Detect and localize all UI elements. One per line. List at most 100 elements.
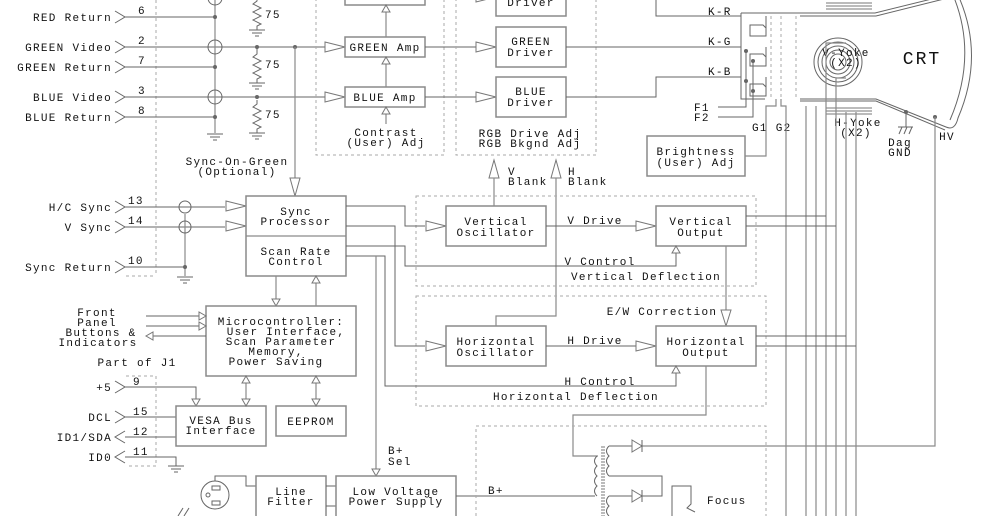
pin-blue-return: BLUE Return 8 bbox=[25, 106, 215, 125]
pin-label: GREEN Video bbox=[25, 43, 112, 55]
vertical-oscillator-box: Vertical Oscillator bbox=[445, 205, 547, 247]
v-drive-label: V Drive bbox=[567, 216, 622, 228]
resistor-icon bbox=[252, 49, 262, 84]
dag-ground-icon bbox=[898, 112, 913, 135]
h-blank-label: H bbox=[568, 167, 576, 179]
pin-id0: ID0 11 bbox=[88, 447, 185, 473]
microcontroller-label: User Interface, bbox=[227, 327, 346, 339]
red-driver-box: Driver bbox=[495, 0, 567, 17]
flyback-section bbox=[475, 425, 767, 516]
pin-label: Sync Return bbox=[25, 263, 112, 275]
pin-label: GREEN Return bbox=[17, 63, 112, 75]
vertical-deflection-label: Vertical Deflection bbox=[571, 272, 721, 284]
dag-label: GND bbox=[888, 148, 912, 160]
horizontal-oscillator-box: Horizontal Oscillator bbox=[445, 325, 547, 367]
cathode-red-label: K-R bbox=[708, 7, 732, 19]
crt-tube bbox=[800, 0, 972, 131]
ground-icon bbox=[248, 132, 266, 140]
ground-icon bbox=[248, 82, 266, 90]
pin-number: 2 bbox=[138, 36, 146, 48]
contrast-label: Contrast bbox=[354, 128, 417, 140]
v-blank-arrow bbox=[488, 158, 500, 179]
pin-number: 10 bbox=[128, 256, 144, 268]
blue-driver-box: BLUE Driver bbox=[495, 76, 567, 118]
pin-green-return: GREEN Return 7 bbox=[17, 56, 215, 75]
low-voltage-power-supply-box: Low Voltage Power Supply bbox=[335, 475, 457, 516]
contrast-label: (User) Adj bbox=[346, 138, 425, 150]
h-drive-label: H Drive bbox=[567, 336, 622, 348]
pin-label: BLUE Return bbox=[25, 113, 112, 125]
vertical-oscillator-label: Vertical bbox=[464, 217, 527, 229]
ew-correction-arrow bbox=[720, 309, 732, 328]
blue-driver-label: BLUE bbox=[515, 87, 547, 99]
part-of-j1-label: Part of J1 bbox=[97, 358, 176, 370]
resistor-value: 75 bbox=[265, 60, 281, 72]
pin-number: 8 bbox=[138, 106, 146, 118]
vesa-bus-interface-box: VESA Bus Interface bbox=[175, 405, 267, 447]
ew-correction-label: E/W Correction bbox=[607, 307, 718, 319]
horizontal-deflection-label: Horizontal Deflection bbox=[493, 392, 659, 404]
dag-label: Dag bbox=[888, 138, 912, 150]
red-amp-box bbox=[344, 0, 426, 6]
brightness-label: Brightness bbox=[656, 147, 735, 159]
focus-label: Focus bbox=[707, 496, 747, 508]
ground-icon bbox=[176, 276, 194, 284]
pin-label: +5 bbox=[96, 383, 112, 395]
v-yoke-label: (X2) bbox=[830, 58, 862, 70]
pin-hc-sync: H/C Sync 13 bbox=[49, 196, 225, 215]
ground-icon bbox=[206, 133, 224, 141]
front-panel-label: Front bbox=[77, 308, 117, 320]
power-plug-icon bbox=[177, 480, 230, 516]
microcontroller-label: Memory, bbox=[248, 347, 303, 359]
brightness-label: (User) Adj bbox=[656, 158, 735, 170]
pin-id1-sda: ID1/SDA 12 bbox=[57, 427, 176, 445]
g1-wire bbox=[745, 99, 777, 157]
green-driver-label: Driver bbox=[507, 48, 554, 60]
vertical-output-label: Vertical bbox=[669, 217, 732, 229]
rgb-drive-adj-label: RGB Drive Adj bbox=[479, 129, 582, 141]
connector-boundary-j1 bbox=[126, 375, 157, 467]
scan-rate-control-label: Control bbox=[268, 257, 323, 269]
vertical-oscillator-label: Oscillator bbox=[456, 228, 535, 240]
microcontroller-label: Power Saving bbox=[229, 357, 324, 369]
horizontal-output-box: Horizontal Output bbox=[655, 325, 757, 367]
pin-label: BLUE Video bbox=[33, 93, 112, 105]
h-blank-arrow bbox=[550, 158, 562, 179]
front-panel-label: Indicators bbox=[58, 338, 137, 350]
bplus-sel-label: B+ bbox=[388, 446, 404, 458]
cathode-blue-label: K-B bbox=[708, 67, 732, 79]
v-yoke-label: V-Yoke bbox=[822, 48, 869, 60]
hv-label: HV bbox=[939, 132, 955, 144]
cathode-green-label: K-G bbox=[708, 37, 732, 49]
pin-number: 3 bbox=[138, 86, 146, 98]
pin-number: 15 bbox=[133, 407, 149, 419]
horizontal-output-label: Output bbox=[682, 348, 729, 360]
eeprom-box: EEPROM bbox=[275, 405, 347, 437]
scan-rate-control-label: Scan Rate bbox=[260, 247, 331, 259]
pin-label: H/C Sync bbox=[49, 203, 112, 215]
pin-label: ID1/SDA bbox=[57, 433, 112, 445]
bplus-label: B+ bbox=[488, 486, 504, 498]
front-panel-label: Panel bbox=[77, 318, 117, 330]
pin-plus5: +5 9 bbox=[96, 377, 201, 407]
vesa-label: Interface bbox=[185, 426, 256, 438]
vertical-deflection-section bbox=[415, 195, 757, 287]
ground-icon bbox=[167, 465, 185, 473]
crt-gun bbox=[718, 12, 800, 118]
pin-blue-video: BLUE Video 3 bbox=[33, 86, 325, 105]
horizontal-oscillator-label: Oscillator bbox=[456, 348, 535, 360]
crt-label: CRT bbox=[903, 50, 941, 70]
coax-icon bbox=[178, 220, 192, 234]
brightness-box: Brightness (User) Adj bbox=[646, 135, 746, 177]
vesa-label: VESA Bus bbox=[189, 416, 252, 428]
red-driver-label: Driver bbox=[507, 0, 554, 10]
h-blank-label: Blank bbox=[568, 177, 608, 189]
power-supply-label: Power Supply bbox=[349, 497, 444, 509]
pin-label: V Sync bbox=[65, 223, 112, 235]
pin-number: 6 bbox=[138, 6, 146, 18]
pin-v-sync: V Sync 14 bbox=[65, 216, 225, 235]
horizontal-oscillator-label: Horizontal bbox=[456, 337, 535, 349]
resistor-value: 75 bbox=[265, 10, 281, 22]
power-supply-label: Low Voltage bbox=[353, 487, 440, 499]
